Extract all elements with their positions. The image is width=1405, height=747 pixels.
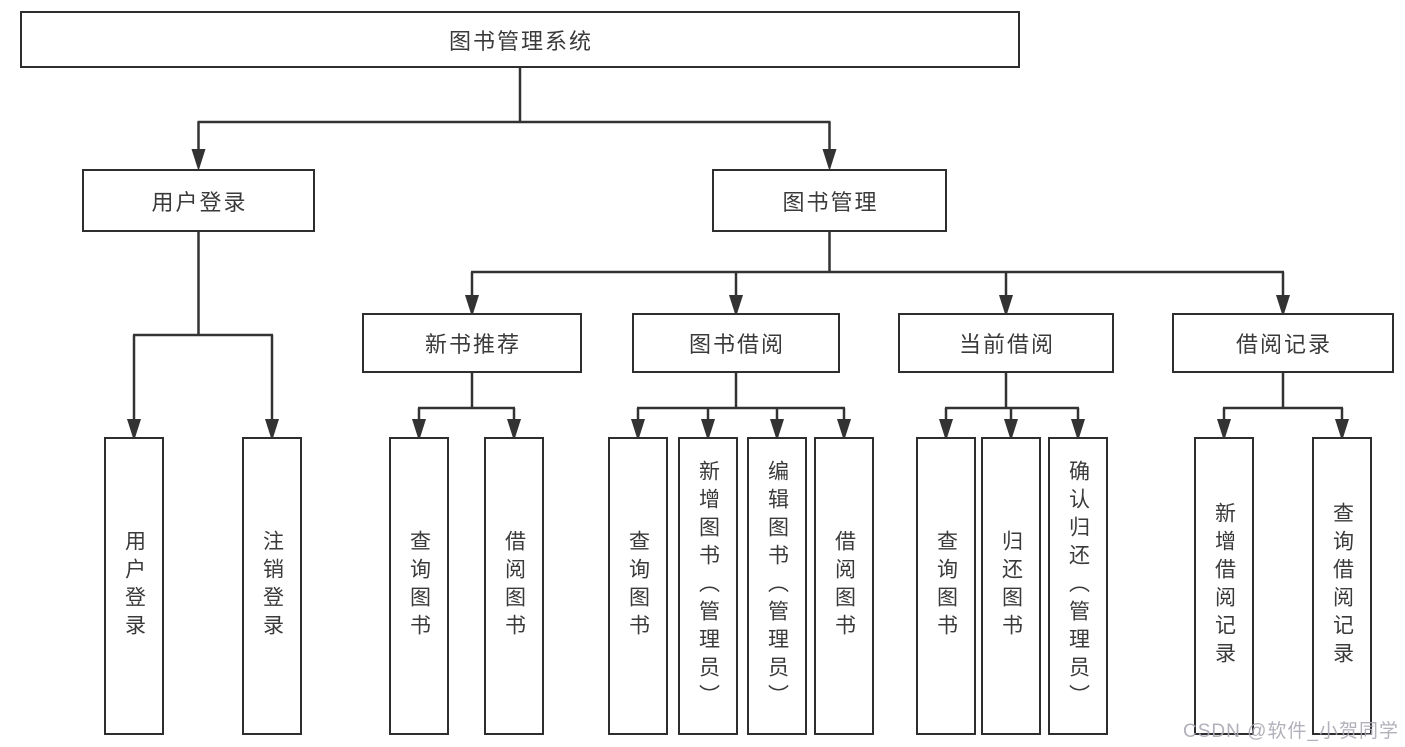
leaf-label: 用户登录	[122, 530, 146, 642]
leaf-borrow-books-recommend: 借阅图书	[484, 437, 544, 735]
leaf-return-books: 归还图书	[981, 437, 1041, 735]
leaf-edit-books-admin: 编辑图书（管理员）	[747, 437, 807, 735]
connector-book-borrow-fan	[631, 373, 851, 441]
connector-book-management-fan	[465, 232, 1290, 317]
connector-root-to-level2	[191, 68, 837, 171]
arrowhead-icon	[265, 419, 279, 441]
leaf-query-books-current: 查询图书	[916, 437, 976, 735]
leaf-label: 查询借阅记录	[1330, 502, 1354, 670]
arrowhead-icon	[127, 419, 141, 441]
node-book-borrow: 图书借阅	[632, 313, 840, 373]
connector-new-book-fan	[412, 373, 521, 441]
leaf-label: 借阅图书	[502, 530, 526, 642]
leaf-query-books-recommend: 查询图书	[389, 437, 449, 735]
arrowhead-icon	[1276, 295, 1290, 317]
leaf-label: 新增借阅记录	[1212, 502, 1236, 670]
arrowhead-icon	[701, 419, 715, 441]
node-book-management: 图书管理	[712, 169, 947, 232]
leaf-label: 查询图书	[626, 530, 650, 642]
arrowhead-icon	[507, 419, 521, 441]
node-label: 新书推荐	[424, 332, 521, 357]
leaf-user-login: 用户登录	[104, 437, 164, 735]
connector-user-login-fan	[127, 232, 279, 441]
node-current-borrow: 当前借阅	[898, 313, 1114, 373]
arrowhead-icon	[770, 419, 784, 441]
leaf-query-books-borrow: 查询图书	[608, 437, 668, 735]
node-borrow-record: 借阅记录	[1172, 313, 1394, 373]
node-label: 借阅记录	[1235, 332, 1332, 357]
csdn-watermark: CSDN @软件_小贺同学	[1183, 721, 1399, 742]
arrowhead-icon	[412, 419, 426, 441]
leaf-label: 确认归还（管理员）	[1066, 460, 1090, 712]
leaf-logout: 注销登录	[242, 437, 302, 735]
leaf-query-borrow-record: 查询借阅记录	[1312, 437, 1372, 735]
leaf-confirm-return-admin: 确认归还（管理员）	[1048, 437, 1108, 735]
leaf-add-books-admin: 新增图书（管理员）	[678, 437, 738, 735]
leaf-label: 查询图书	[407, 530, 431, 642]
arrowhead-icon	[1335, 419, 1349, 441]
node-user-login: 用户登录	[82, 169, 315, 232]
arrowhead-icon	[1217, 419, 1231, 441]
arrowhead-icon	[1071, 419, 1085, 441]
leaf-label: 查询图书	[934, 530, 958, 642]
node-new-book-recommend: 新书推荐	[362, 313, 582, 373]
leaf-label: 编辑图书（管理员）	[765, 460, 789, 712]
connector-current-borrow-fan	[939, 373, 1085, 441]
leaf-add-borrow-record: 新增借阅记录	[1194, 437, 1254, 735]
node-label: 图书管理系统	[448, 28, 593, 54]
node-label: 用户登录	[151, 189, 248, 215]
leaf-label: 新增图书（管理员）	[696, 460, 720, 712]
connector-borrow-record-fan	[1217, 373, 1349, 441]
arrowhead-icon	[729, 295, 743, 317]
node-label: 图书管理	[782, 189, 879, 215]
arrowhead-icon	[1004, 419, 1018, 441]
arrowhead-icon	[999, 295, 1013, 317]
arrowhead-icon	[191, 149, 206, 171]
arrowhead-icon	[837, 419, 851, 441]
arrowhead-icon	[822, 149, 837, 171]
arrowhead-icon	[465, 295, 479, 317]
node-library-system: 图书管理系统	[20, 11, 1020, 68]
leaf-label: 借阅图书	[832, 530, 856, 642]
node-label: 图书借阅	[688, 332, 785, 357]
leaf-label: 注销登录	[260, 530, 284, 642]
arrowhead-icon	[631, 419, 645, 441]
leaf-label: 归还图书	[999, 530, 1023, 642]
leaf-borrow-books: 借阅图书	[814, 437, 874, 735]
node-label: 当前借阅	[958, 332, 1055, 357]
arrowhead-icon	[939, 419, 953, 441]
